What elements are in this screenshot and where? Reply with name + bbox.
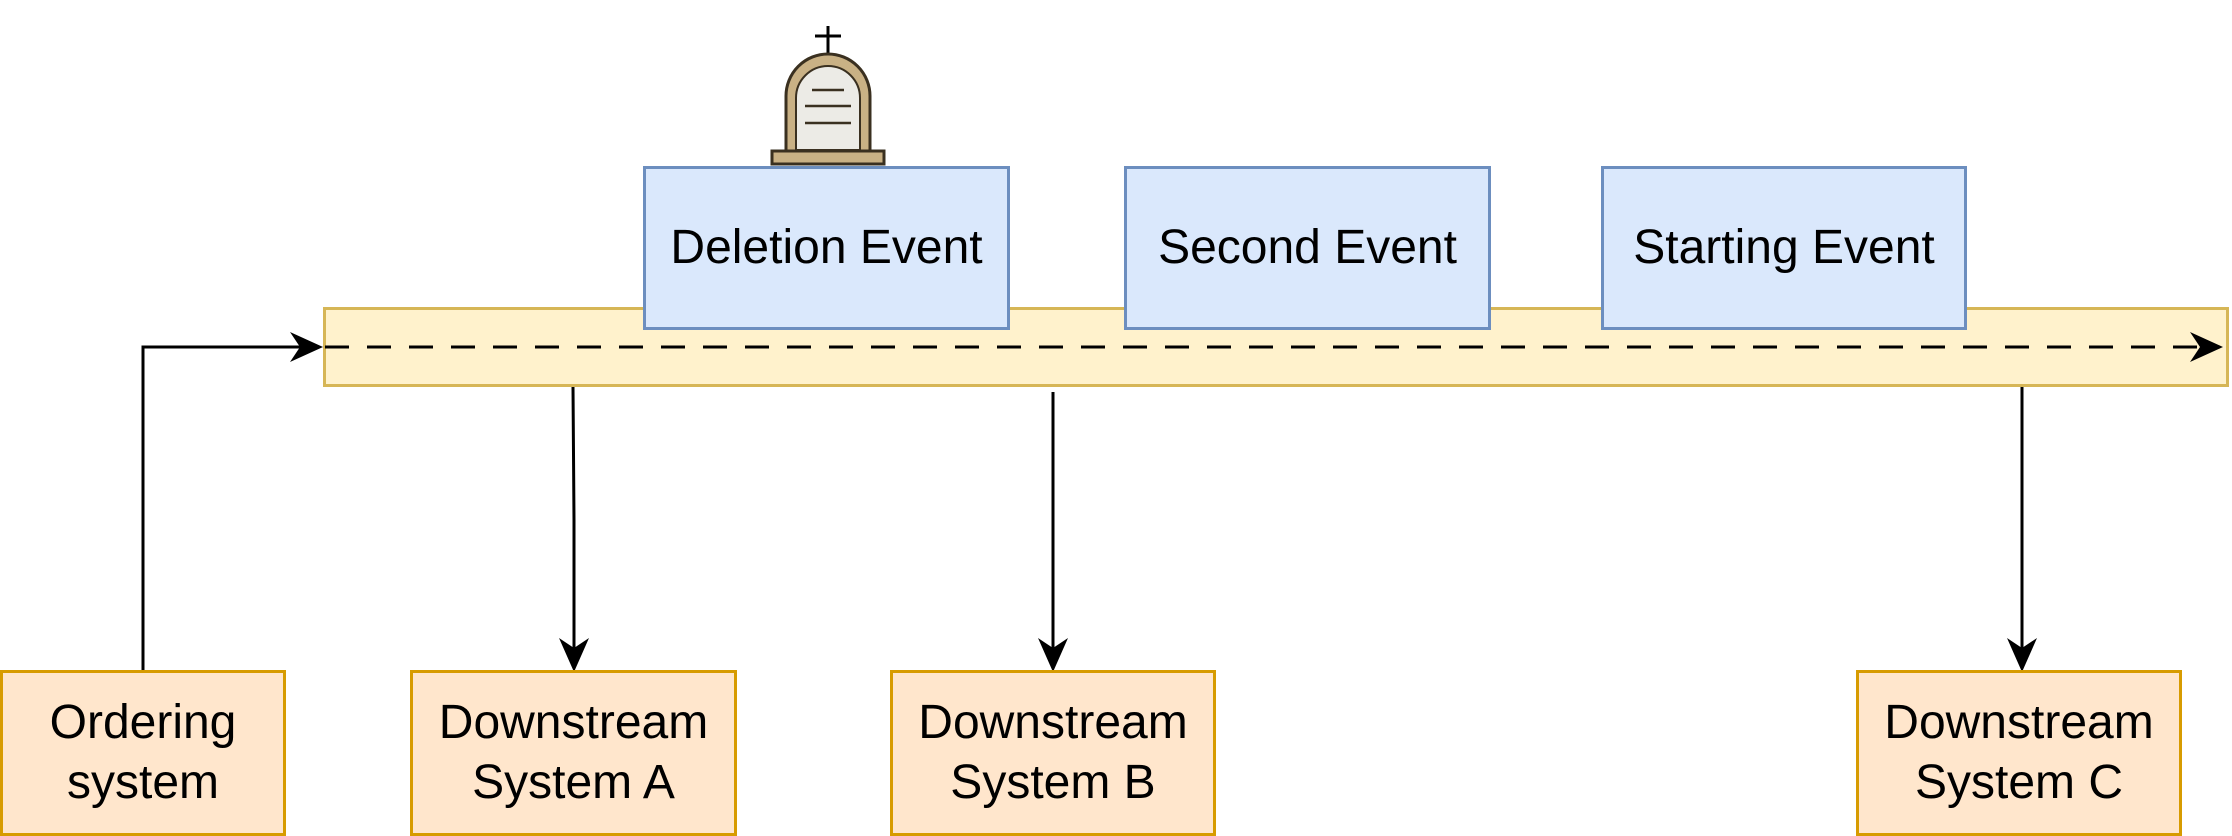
arrowhead-a — [559, 638, 589, 672]
downstream-system-a: Downstream System A — [410, 670, 737, 836]
arrowhead-ordering — [290, 332, 323, 362]
event-second: Second Event — [1124, 166, 1491, 330]
arrowhead-c — [2007, 638, 2037, 672]
event-deletion: Deletion Event — [643, 166, 1010, 330]
arrowhead-b — [1038, 638, 1068, 672]
event-label: Second Event — [1158, 221, 1457, 274]
ordering-system: Ordering system — [0, 670, 286, 836]
event-label: Deletion Event — [670, 221, 983, 274]
system-label: Ordering system — [49, 696, 237, 809]
event-label: Starting Event — [1633, 221, 1935, 274]
connector-stream-to-a — [571, 386, 576, 650]
event-starting: Starting Event — [1601, 166, 1967, 330]
system-label: Downstream System C — [1884, 696, 2154, 809]
system-label: Downstream System A — [438, 696, 709, 809]
downstream-system-c: Downstream System C — [1856, 670, 2182, 836]
connector-ordering-to-stream — [141, 345, 300, 670]
system-label: Downstream System B — [918, 696, 1188, 809]
timeline-arrowhead — [2190, 332, 2223, 362]
downstream-system-b: Downstream System B — [890, 670, 1216, 836]
tombstone-icon — [770, 26, 886, 166]
